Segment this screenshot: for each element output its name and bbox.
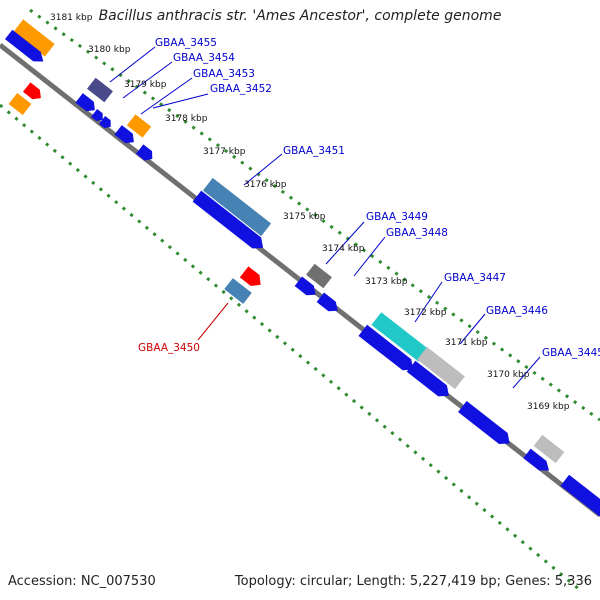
gene-cds-13[interactable] <box>523 448 552 476</box>
tick-label: 3170 kbp <box>487 370 530 380</box>
tick-label: 3181 kbp <box>50 13 93 23</box>
gene-cds-6[interactable] <box>136 144 156 163</box>
gene-cds-2[interactable] <box>75 93 98 115</box>
gene-label[interactable]: GBAA_3452 <box>210 83 272 95</box>
map-title: Bacillus anthracis str. 'Ames Ancestor',… <box>98 8 502 24</box>
gene-label[interactable]: GBAA_3449 <box>366 211 428 223</box>
gene-cds-14[interactable] <box>560 474 600 525</box>
gene-label[interactable]: GBAA_3451 <box>283 145 345 157</box>
gene-label[interactable]: GBAA_3453 <box>193 68 255 80</box>
tick-label: 3173 kbp <box>365 277 408 287</box>
inner-guide-track <box>0 103 581 592</box>
outer-guide-track <box>29 8 600 422</box>
label-leaders <box>109 46 541 389</box>
gene-orange-1[interactable] <box>13 19 55 57</box>
tick-label: 3172 kbp <box>404 308 447 318</box>
gene-cyan-1[interactable] <box>371 312 429 362</box>
gene-cds-7[interactable] <box>192 190 268 254</box>
gene-label[interactable]: GBAA_3446 <box>486 305 548 317</box>
gene-lightgray-2[interactable] <box>533 434 565 464</box>
gene-orange-2[interactable] <box>8 92 32 116</box>
gene-steelblue-1[interactable] <box>202 177 272 237</box>
gene-label[interactable]: GBAA_3455 <box>155 37 217 49</box>
gene-label[interactable]: GBAA_3447 <box>444 272 506 284</box>
gene-cds-10[interactable] <box>358 324 417 375</box>
gene-cds-4[interactable] <box>98 115 114 131</box>
tick-label: 3179 kbp <box>124 80 167 90</box>
tick-label: 3180 kbp <box>88 45 131 55</box>
tick-label: 3175 kbp <box>283 212 326 222</box>
accession-text: Accession: NC_007530 <box>8 574 156 589</box>
gene-red-2[interactable] <box>239 266 265 290</box>
gene-orange-3[interactable] <box>126 114 152 138</box>
gene-cds-11[interactable] <box>406 360 453 402</box>
tick-label: 3178 kbp <box>165 114 208 124</box>
gene-steelblue-2[interactable] <box>224 278 252 304</box>
gene-lightgray-1[interactable] <box>417 346 465 390</box>
gene-cds-5[interactable] <box>114 125 137 147</box>
gene-gray-1[interactable] <box>306 263 332 289</box>
gene-label[interactable]: GBAA_3454 <box>173 52 235 64</box>
tick-label: 3177 kbp <box>203 147 246 157</box>
tick-label: 3176 kbp <box>244 180 287 190</box>
genome-summary: Topology: circular; Length: 5,227,419 bp… <box>234 574 592 589</box>
tick-label: 3169 kbp <box>527 402 570 412</box>
gene-cds-9[interactable] <box>316 292 342 315</box>
gene-label-red[interactable]: GBAA_3450 <box>138 342 200 354</box>
gene-label[interactable]: GBAA_3445 <box>542 347 600 359</box>
gene-red-1[interactable] <box>23 82 45 103</box>
gene-labels: GBAA_3455 GBAA_3454 GBAA_3453 GBAA_3452 … <box>138 37 600 359</box>
gene-cds-3[interactable] <box>90 108 106 124</box>
gene-features <box>4 19 600 525</box>
gene-purple-1[interactable] <box>87 77 113 103</box>
tick-label: 3171 kbp <box>445 338 488 348</box>
tick-label: 3174 kbp <box>322 244 365 254</box>
tick-labels: 3181 kbp 3180 kbp 3179 kbp 3178 kbp 3177… <box>50 13 570 412</box>
label-leader-red <box>197 302 229 341</box>
gene-cds-1[interactable] <box>4 29 47 67</box>
gene-cds-12[interactable] <box>458 401 514 449</box>
gene-cds-8[interactable] <box>294 276 320 299</box>
gene-label[interactable]: GBAA_3448 <box>386 227 448 239</box>
